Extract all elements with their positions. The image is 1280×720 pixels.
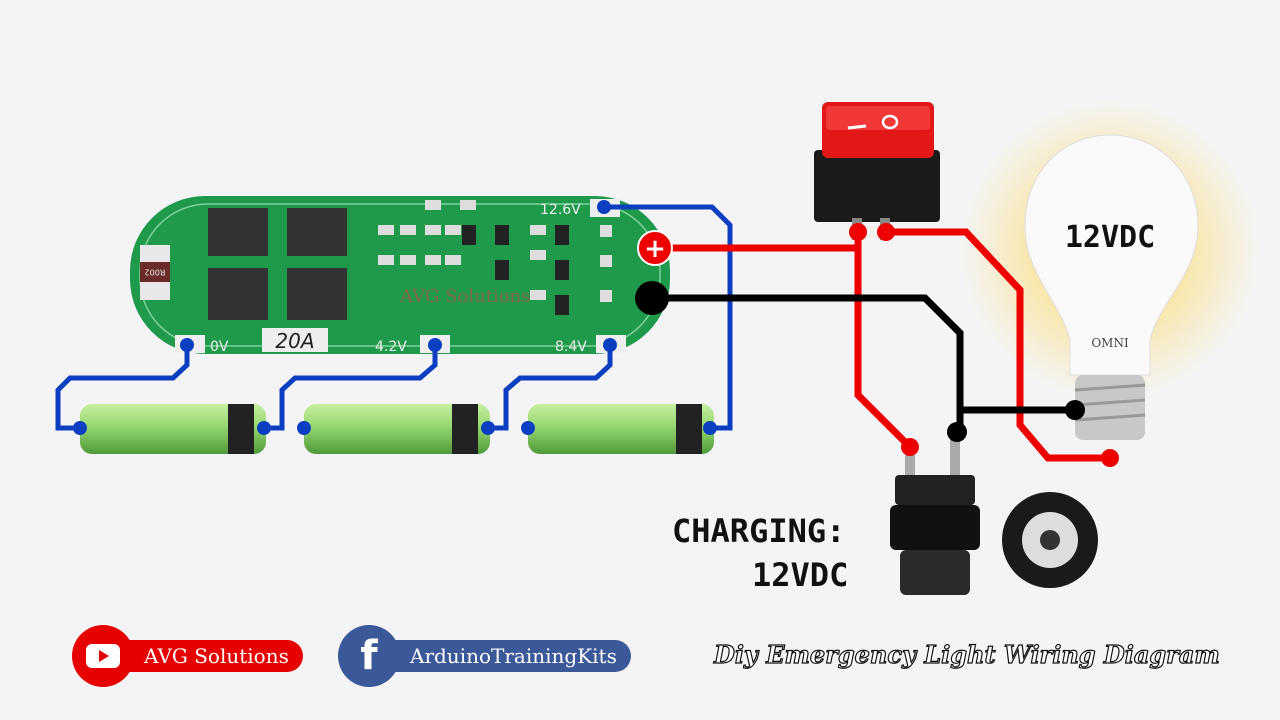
rocker-switch[interactable] [814, 102, 940, 240]
facebook-label: ArduinoTrainingKits [410, 644, 617, 668]
facebook-icon: f [338, 625, 400, 687]
youtube-label: AVG Solutions [144, 644, 289, 668]
watermark: AVG Solutions [399, 286, 530, 307]
svg-text:+: + [644, 234, 666, 264]
blue-wires [55, 204, 733, 431]
charging-label: CHARGING: [672, 512, 846, 550]
amp-label: 20A [275, 329, 314, 353]
pad-label-0v: 0V [210, 339, 229, 355]
pad-label-8v4: 8.4V [555, 339, 587, 355]
dc-jack-back [890, 440, 980, 595]
bulb-brand: OMNI [1091, 336, 1129, 350]
battery-1 [80, 404, 266, 454]
led-bulb [1024, 134, 1199, 440]
pad-label-4v2: 4.2V [375, 339, 407, 355]
bulb-label: 12VDC [1065, 220, 1155, 255]
negative-terminal: − [635, 281, 669, 315]
battery-2 [304, 404, 490, 454]
resistor-code: R002 [145, 268, 166, 277]
dc-jack-front [1002, 492, 1098, 588]
diagram-title: Diy Emergency Light Wiring Diagram [713, 639, 1220, 669]
svg-text:−: − [641, 284, 663, 314]
positive-terminal: + [637, 230, 673, 266]
bms-board: R002 20A 0V 4.2V 8.4V 12.6V AVG Solution… [130, 196, 670, 355]
black-wires [652, 294, 1075, 432]
red-wires [655, 228, 1110, 462]
battery-3 [528, 404, 714, 454]
pad-label-12v6: 12.6V [540, 202, 581, 218]
charging-voltage: 12VDC [752, 556, 849, 594]
youtube-icon [72, 625, 134, 687]
